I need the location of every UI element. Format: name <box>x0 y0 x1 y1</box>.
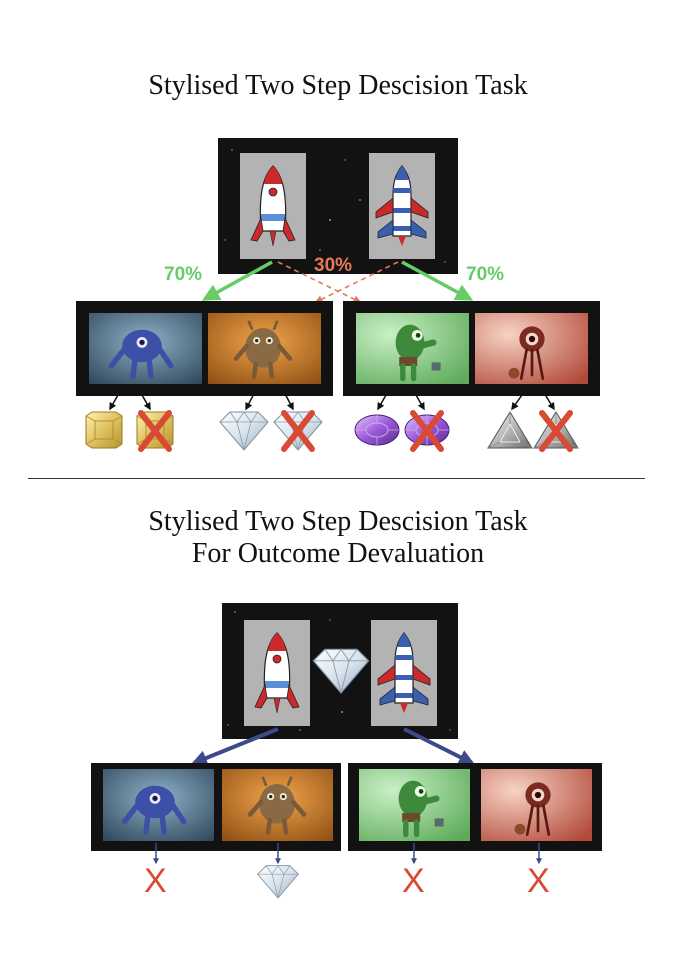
bottom-planet-right <box>348 763 602 851</box>
diamond-icon <box>219 411 269 451</box>
top-planet-left <box>76 301 333 396</box>
triangle-gem-icon <box>487 411 533 449</box>
common-probability-label-left: 70% <box>164 264 203 285</box>
purple-gem-icon <box>354 414 400 446</box>
common-transition-arrow-left <box>201 260 273 301</box>
top-title: Stylised Two Step Descision Task <box>148 70 528 101</box>
rare-transition-arrow-right <box>314 261 399 303</box>
rare-probability-label: 30% <box>314 255 353 276</box>
rare-transition-arrow-left <box>277 261 362 303</box>
top-transition-arrows <box>201 260 474 303</box>
bottom-transition-arrows <box>191 727 475 766</box>
top-outcome-arrows <box>109 387 555 411</box>
top-stage1-panel <box>218 138 458 274</box>
bottom-planet-left <box>91 763 341 851</box>
bottom-outcome-arrows <box>153 843 542 865</box>
gold-gem-icon <box>85 411 123 449</box>
bottom-title-line2: For Outcome Devaluation <box>191 538 485 569</box>
top-planet-right <box>343 301 600 396</box>
bottom-title-line1: Stylised Two Step Descision Task <box>148 506 528 537</box>
common-transition-arrow-right <box>401 260 474 301</box>
diamond-outcome-icon <box>257 865 299 899</box>
bottom-stage1-panel <box>222 603 458 739</box>
no-reward-mark: X <box>527 862 550 900</box>
no-reward-mark: X <box>402 862 425 900</box>
common-probability-label-right: 70% <box>466 264 505 285</box>
section-divider <box>28 478 645 479</box>
no-reward-mark: X <box>144 862 167 900</box>
